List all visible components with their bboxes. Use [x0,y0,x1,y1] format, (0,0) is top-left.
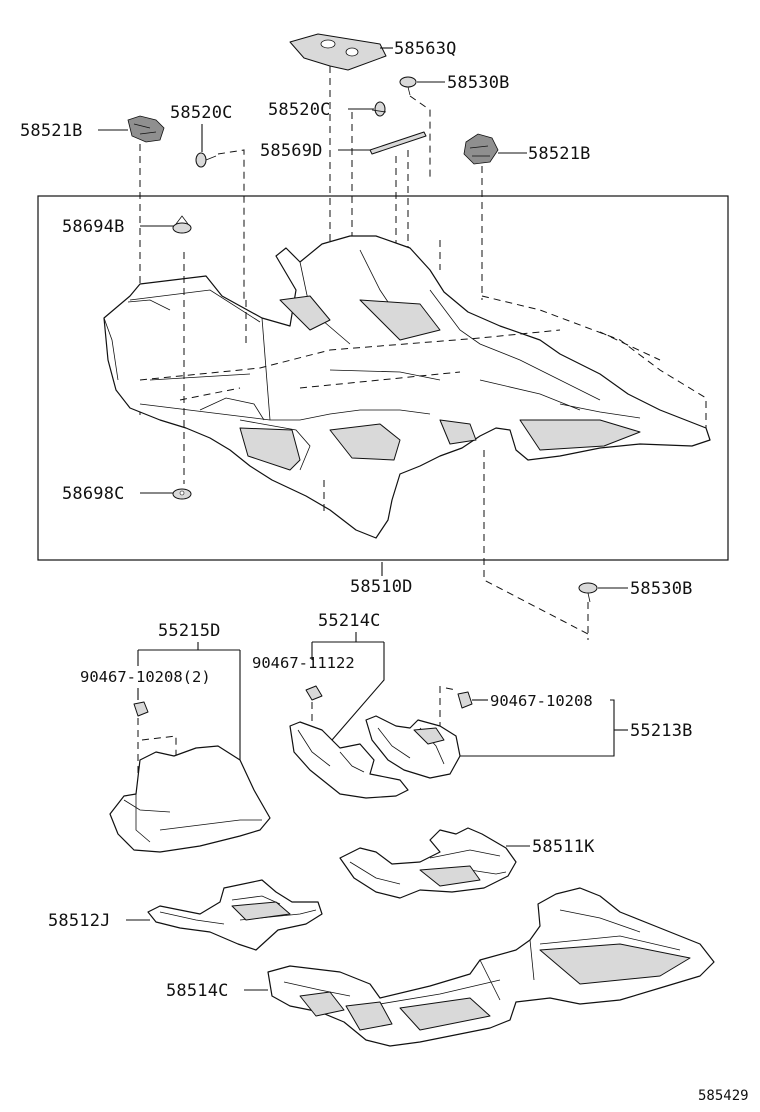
label-58521b-right: 58521B [528,144,591,164]
part-58514c-mat [267,887,715,1047]
part-90467-10208-clip-right [457,691,473,709]
label-90467-10208-2: 90467-10208(2) [80,668,211,686]
label-58521b-left: 58521B [20,121,83,141]
part-58694b-clip [172,215,192,234]
part-58520c-right-pin [371,101,387,117]
label-58530b-top: 58530B [447,73,510,93]
part-58512j-mat [147,879,323,951]
part-58521b-right-clip [463,133,499,165]
label-58694b: 58694B [62,217,125,237]
label-90467-10208: 90467-10208 [490,692,593,710]
label-58520c-right: 58520C [268,100,331,120]
label-55215d: 55215D [158,621,221,641]
part-55214c-mat [289,721,409,799]
part-90467-11122-clip [305,685,323,701]
part-58511k-mat [339,827,517,899]
part-58698c-clip [172,488,192,500]
label-58514c: 58514C [166,981,229,1001]
part-58569d-strip [369,131,427,155]
label-58563q: 58563Q [394,39,457,59]
label-58569d: 58569D [260,141,323,161]
part-58510d-floor-carpet [103,235,711,539]
part-58521b-left-clip [127,115,165,143]
label-55213b: 55213B [630,721,693,741]
figure-number: 585429 [698,1088,749,1104]
part-58530b-top-clip [399,76,417,96]
label-58510d: 58510D [350,577,413,597]
part-90467-10208-clip-left [133,701,149,717]
label-58520c-left: 58520C [170,103,233,123]
label-58511k: 58511K [532,837,595,857]
part-58530b-bottom-clip [578,582,598,603]
part-55213b-mat [365,715,461,779]
label-58530b-bottom: 58530B [630,579,693,599]
label-58698c: 58698C [62,484,125,504]
part-58563q-pad [289,33,387,71]
label-55214c: 55214C [318,611,381,631]
label-90467-11122: 90467-11122 [252,654,355,672]
label-58512j: 58512J [48,911,111,931]
part-58520c-left-pin [195,152,217,168]
assembly-frame-58510d [37,195,729,561]
part-55215d-side-mat [109,745,271,853]
